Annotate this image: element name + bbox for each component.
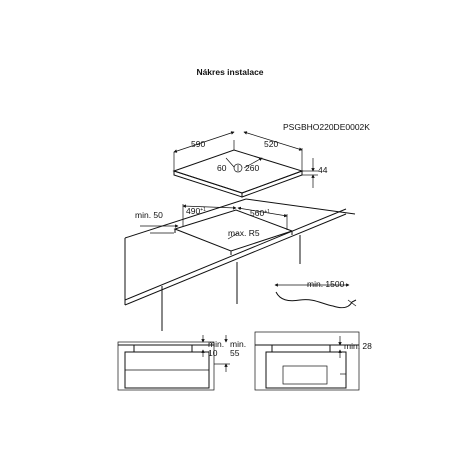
hob-height-label: 44 [318, 165, 328, 175]
detail-left-min-b: min. [230, 339, 246, 349]
detail-left-drawing [117, 335, 230, 391]
model-code: PSGBHO220DE0002K [283, 122, 370, 132]
cable-drawing [274, 283, 357, 309]
detail-left-min-a: min. [208, 339, 224, 349]
cutout-depth-label: 560+1 [250, 208, 270, 218]
detail-right-drawing [254, 331, 360, 391]
cable-length-label: min. 1500 [307, 279, 345, 289]
min-front-label: min. 50 [135, 210, 163, 220]
hob-drawing [172, 131, 318, 198]
worktop-drawing [124, 198, 356, 331]
cutout-width-label: 490+1 [186, 206, 206, 216]
knob-distance-label: 260 [245, 163, 259, 173]
detail-right-min-label: min. 28 [344, 341, 372, 351]
hob-width-label: 590 [191, 139, 205, 149]
cutout-radius-label: max. R5 [228, 228, 260, 238]
edge-offset-label: 60 [217, 163, 227, 173]
detail-left-val-a: 10 [208, 348, 218, 358]
hob-depth-label: 520 [264, 139, 278, 149]
diagram-title: Nákres instalace [196, 67, 264, 77]
detail-left-val-b: 55 [230, 348, 240, 358]
